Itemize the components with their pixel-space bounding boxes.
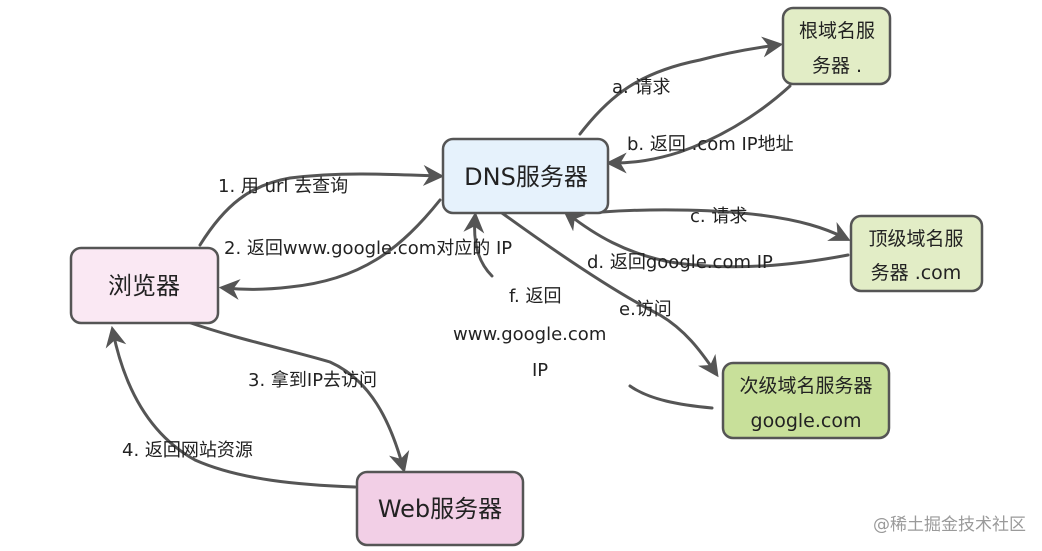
- dns-server-node: DNS服务器: [441, 137, 610, 215]
- browser-label: 浏览器: [108, 272, 180, 300]
- edge-visit-sld: [500, 211, 719, 378]
- edge-label-return-sld-line3: IP: [532, 360, 548, 381]
- dns-server-label: DNS服务器: [464, 163, 588, 191]
- root-server-label-line1: 根域名服: [799, 20, 875, 42]
- edge-label-request-tld: c. 请求: [690, 206, 747, 227]
- watermark-text: @稀土掘金技术社区: [873, 515, 1026, 535]
- edge-query-dns: [198, 164, 445, 247]
- sld-server-label-line2: google.com: [751, 410, 862, 432]
- edge-return-ip: [218, 198, 442, 300]
- edge-visit-ip: [186, 320, 410, 474]
- edge-request-tld: [600, 208, 851, 241]
- edge-return-sld-upper: [463, 211, 494, 278]
- sld-server-label-line1: 次级域名服务器: [739, 375, 872, 397]
- tld-server-label-line2: 务器 .com: [871, 262, 962, 284]
- edge-label-return-sld-line2: www.google.com: [453, 324, 606, 345]
- edge-label-request-root: a. 请求: [612, 77, 670, 98]
- root-server-label-line2: 务器 .: [812, 55, 862, 77]
- edge-label-return-sld-line1: f. 返回: [509, 286, 561, 307]
- edge-return-sld: [628, 384, 714, 410]
- edge-return-tld: [563, 210, 850, 269]
- edge-label-query-dns: 1. 用 url 去查询: [218, 176, 348, 197]
- tld-server-node: 顶级域名服 务器 .com: [849, 214, 984, 293]
- edge-label-return-tld: d. 返回google.com IP: [587, 252, 773, 273]
- browser-node: 浏览器: [69, 246, 220, 325]
- edge-label-return-site: 4. 返回网站资源: [122, 440, 253, 461]
- edge-label-return-root: b. 返回 .com IP地址: [627, 134, 794, 155]
- edge-label-return-ip: 2. 返回www.google.com对应的 IP: [224, 238, 512, 259]
- edge-return-root: [605, 84, 792, 174]
- web-server-label: Web服务器: [378, 495, 502, 523]
- edge-label-visit-ip: 3. 拿到IP去访问: [248, 369, 377, 391]
- edge-return-site: [105, 325, 357, 489]
- sld-server-node: 次级域名服务器 google.com: [721, 361, 891, 440]
- tld-server-label-line1: 顶级域名服: [868, 228, 963, 250]
- edge-request-root: [578, 36, 784, 136]
- root-server-node: 根域名服 务器 .: [781, 6, 892, 86]
- edge-label-visit-sld: e.访问: [619, 299, 672, 320]
- web-server-node: Web服务器: [355, 470, 525, 547]
